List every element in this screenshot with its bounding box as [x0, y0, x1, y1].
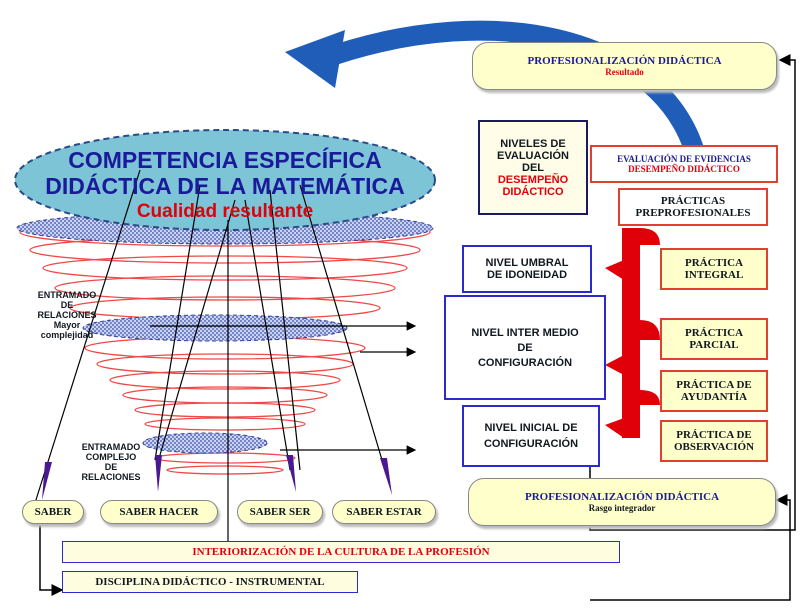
oval-line3: Cualidad resultante — [136, 200, 314, 222]
niveles-evaluacion-box: NIVELES DE EVALUACIÓN DEL DESEMPEÑO DIDÁ… — [478, 120, 588, 215]
rasgo-title: PROFESIONALIZACIÓN DIDÁCTICA — [524, 491, 720, 503]
entramado1-l1: ENTRAMADO — [37, 290, 97, 300]
nivel-intermedio-box: NIVEL INTER MEDIO DE CONFIGURACIÓN — [444, 295, 606, 400]
entramado1-l3: RELACIONES — [37, 310, 97, 320]
practicas-l1: PRÁCTICAS — [660, 195, 726, 207]
interiorizacion-bar: INTERIORIZACIÓN DE LA CULTURA DE LA PROF… — [62, 541, 620, 563]
entramado2-l1: ENTRAMADO — [81, 442, 141, 452]
interiorizacion-label: INTERIORIZACIÓN DE LA CULTURA DE LA PROF… — [192, 546, 490, 558]
saber-hacer-label: SABER HACER — [119, 506, 199, 518]
pointer-marks — [42, 455, 392, 500]
profesionalizacion-rasgo-pill: PROFESIONALIZACIÓN DIDÁCTICA Rasgo integ… — [468, 478, 776, 526]
saber-pill: SABER — [22, 500, 84, 524]
entramado-complejo-label: ENTRAMADO COMPLEJO DE RELACIONES — [66, 436, 156, 488]
nivel-inicial-box: NIVEL INICIAL DE CONFIGURACIÓN — [462, 405, 600, 467]
evaluacion-l2: DESEMPEÑO DIDÁCTICO — [628, 164, 740, 174]
entramado2-l4: RELACIONES — [81, 472, 141, 482]
entramado2-l3: DE — [104, 462, 118, 472]
practicas-preprofesionales-box: PRÁCTICAS PREPROFESIONALES — [618, 188, 768, 226]
practica-integral-box: PRÁCTICA INTEGRAL — [660, 248, 768, 290]
ayudantia-l1: PRÁCTICA DE — [676, 379, 752, 391]
disciplina-label: DISCIPLINA DIDÁCTICO - INSTRUMENTAL — [95, 576, 325, 588]
spiral-rings — [19, 217, 431, 475]
saber-estar-label: SABER ESTAR — [346, 506, 422, 518]
saber-ser-label: SABER SER — [249, 506, 311, 518]
saber-estar-pill: SABER ESTAR — [332, 500, 436, 524]
parcial-l1: PRÁCTICA — [684, 327, 744, 339]
profesionalizacion-subtitle: Resultado — [605, 67, 644, 77]
practica-ayudantia-box: PRÁCTICA DE AYUDANTÍA — [660, 370, 768, 412]
entramado2-l2: COMPLEJO — [85, 452, 137, 462]
practica-parcial-box: PRÁCTICA PARCIAL — [660, 318, 768, 360]
ayudantia-l2: AYUDANTÍA — [680, 391, 748, 403]
niveles-l2: EVALUACIÓN — [497, 149, 569, 162]
nivel-umbral-box: NIVEL UMBRAL DE IDONEIDAD — [462, 245, 592, 293]
rasgo-subtitle: Rasgo integrador — [588, 503, 656, 513]
entramado1-l5: complejidad — [40, 330, 94, 340]
intermedio-l2: DE — [517, 341, 533, 354]
integral-l1: PRÁCTICA — [684, 257, 744, 269]
entramado1-l2: DE — [60, 300, 74, 310]
niveles-l1: NIVELES DE — [500, 137, 566, 150]
feedback-arrow-head — [285, 30, 345, 88]
niveles-l4: DESEMPEÑO — [497, 173, 569, 186]
integral-l2: INTEGRAL — [684, 269, 744, 281]
inicial-l1: NIVEL INICIAL DE — [484, 422, 578, 434]
umbral-l2: DE IDONEIDAD — [486, 269, 568, 281]
observacion-l1: PRÁCTICA DE — [676, 429, 752, 441]
evaluacion-evidencias-box: EVALUACIÓN DE EVIDENCIAS DESEMPEÑO DIDÁC… — [590, 145, 778, 183]
entramado-relaciones-label: ENTRAMADO DE RELACIONES Mayor complejida… — [22, 284, 112, 346]
competencia-text: COMPETENCIA ESPECÍFICA DIDÁCTICA DE LA M… — [20, 140, 430, 230]
oval-line1: COMPETENCIA ESPECÍFICA — [68, 146, 382, 173]
inicial-l2: CONFIGURACIÓN — [483, 438, 579, 450]
niveles-l5: DIDÁCTICO — [502, 185, 564, 198]
practicas-l2: PREPROFESIONALES — [635, 207, 751, 219]
middle-dotted-plane — [82, 314, 348, 342]
parcial-l2: PARCIAL — [689, 339, 739, 351]
umbral-l1: NIVEL UMBRAL — [485, 257, 569, 269]
profesionalizacion-title: PROFESIONALIZACIÓN DIDÁCTICA — [527, 55, 722, 67]
saber-hacer-pill: SABER HACER — [100, 500, 218, 524]
evaluacion-l1: EVALUACIÓN DE EVIDENCIAS — [617, 154, 751, 164]
niveles-l3: DEL — [522, 161, 544, 174]
intermedio-l3: CONFIGURACIÓN — [477, 356, 573, 369]
saber-ser-pill: SABER SER — [237, 500, 323, 524]
intermedio-l1: NIVEL INTER MEDIO — [471, 326, 579, 339]
saber-label: SABER — [34, 506, 72, 518]
red-braces — [605, 228, 660, 438]
convergence-lines — [34, 169, 386, 548]
spiral-arrows — [150, 321, 417, 455]
practica-observacion-box: PRÁCTICA DE OBSERVACIÓN — [660, 420, 768, 462]
oval-line2: DIDÁCTICA DE LA MATEMÁTICA — [45, 172, 405, 199]
profesionalizacion-resultado-pill: PROFESIONALIZACIÓN DIDÁCTICA Resultado — [472, 42, 777, 90]
bottom-dotted-plane — [142, 432, 268, 454]
disciplina-bar: DISCIPLINA DIDÁCTICO - INSTRUMENTAL — [62, 571, 358, 593]
observacion-l2: OBSERVACIÓN — [673, 441, 755, 453]
competencia-oval — [14, 129, 436, 231]
entramado1-l4: Mayor — [53, 320, 81, 330]
